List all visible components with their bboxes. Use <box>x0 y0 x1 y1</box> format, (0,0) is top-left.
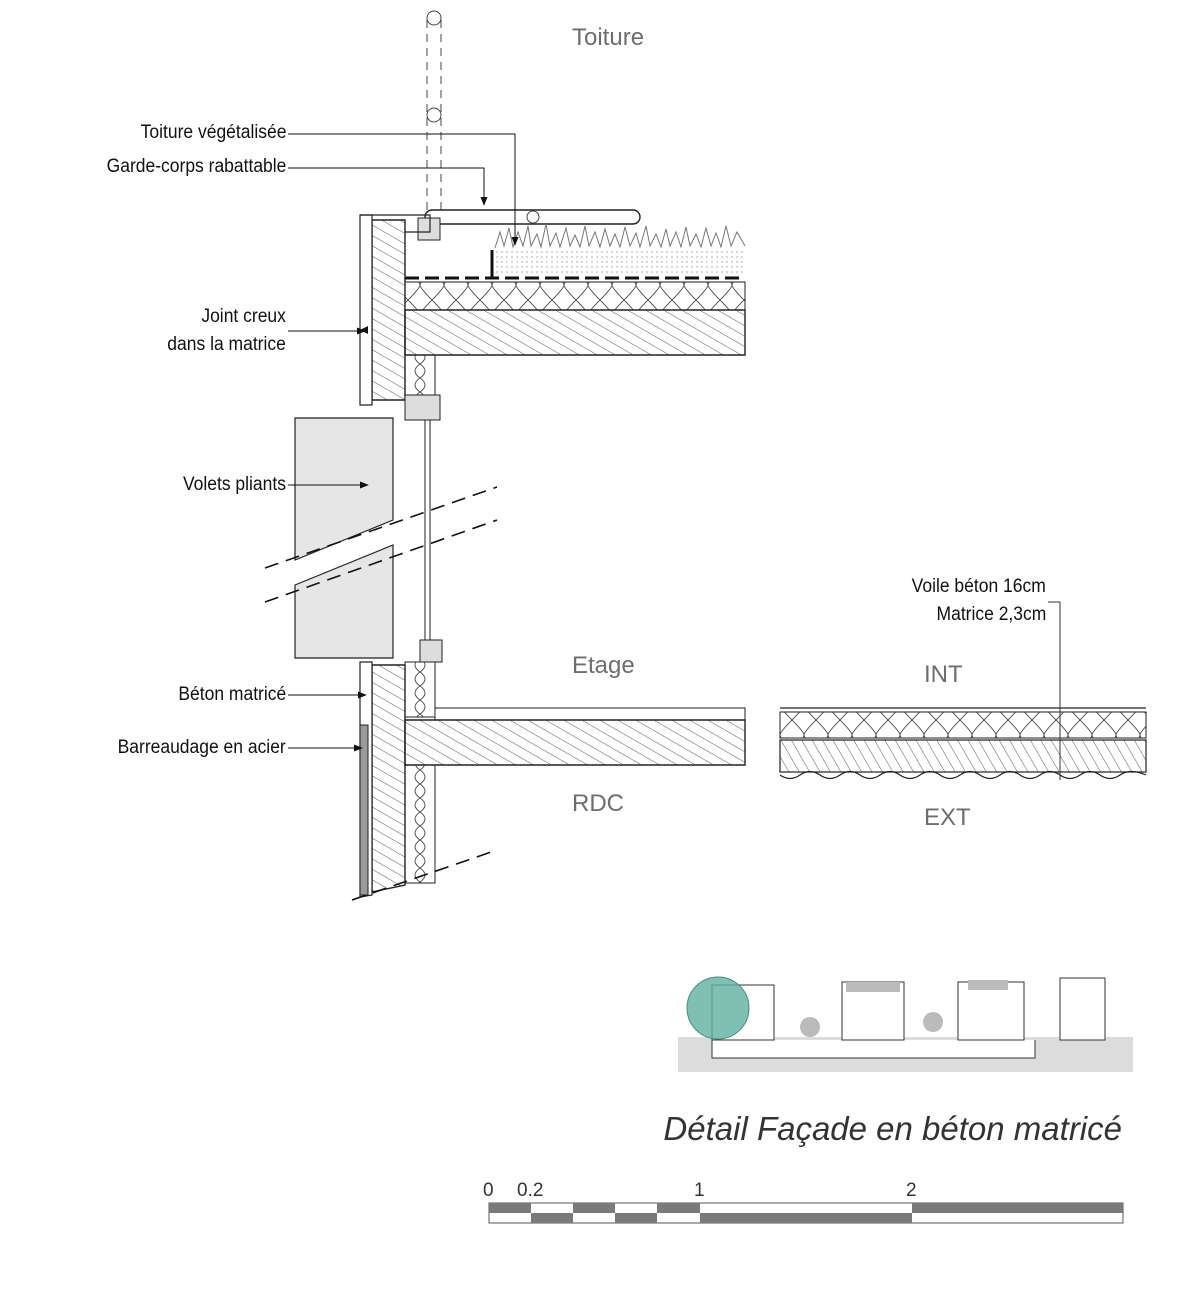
wall-label-line2: Matrice 2,3cm <box>936 604 1046 625</box>
concrete-label: Béton matricé <box>178 684 286 705</box>
level-roof-label: Toiture <box>572 24 645 51</box>
window-glazing <box>419 420 443 663</box>
interior-label: INT <box>924 661 963 688</box>
green-roof-vegetation <box>405 223 746 280</box>
scale-tick-0-2: 0.2 <box>517 1180 544 1201</box>
bars-label: Barreaudage en acier <box>117 737 286 758</box>
green-roof-label: Toiture végétalisée <box>140 122 286 143</box>
upper-wall-insulation <box>404 354 436 396</box>
detail-location-highlight <box>686 976 750 1040</box>
drawing-title: Détail Façade en béton matricé <box>663 1110 1122 1147</box>
parapet-matrix <box>359 214 373 406</box>
railing-label: Garde-corps rabattable <box>106 156 286 177</box>
railing-post <box>426 10 442 210</box>
joint-label-line1: Joint creux <box>201 306 286 327</box>
floor-slab <box>404 719 746 766</box>
railing-horizontal <box>417 209 641 241</box>
scale-tick-1: 1 <box>694 1180 705 1201</box>
parapet-wall <box>371 219 406 401</box>
level-ground-label: RDC <box>572 790 624 817</box>
wall-label-line1: Voile béton 16cm <box>911 576 1046 597</box>
site-section-thumbnail <box>678 976 1133 1072</box>
floor-wall-insulation-upper <box>404 661 436 718</box>
floor-wall-insulation-lower <box>404 764 436 884</box>
steel-bars <box>359 724 369 896</box>
folding-shutters <box>294 417 394 659</box>
roof-insulation <box>404 281 746 311</box>
wall-buildup-detail <box>779 601 1147 780</box>
level-floor-label: Etage <box>572 652 635 679</box>
floor-wall <box>371 664 406 893</box>
scale-tick-2: 2 <box>906 1180 917 1201</box>
scale-tick-0: 0 <box>483 1180 494 1201</box>
leader-lines <box>288 133 519 752</box>
shutters-label: Volets pliants <box>182 474 286 495</box>
exterior-label: EXT <box>924 804 971 831</box>
joint-label-line2: dans la matrice <box>167 334 286 355</box>
roof-slab <box>404 309 746 356</box>
scale-bar <box>488 1202 1124 1224</box>
